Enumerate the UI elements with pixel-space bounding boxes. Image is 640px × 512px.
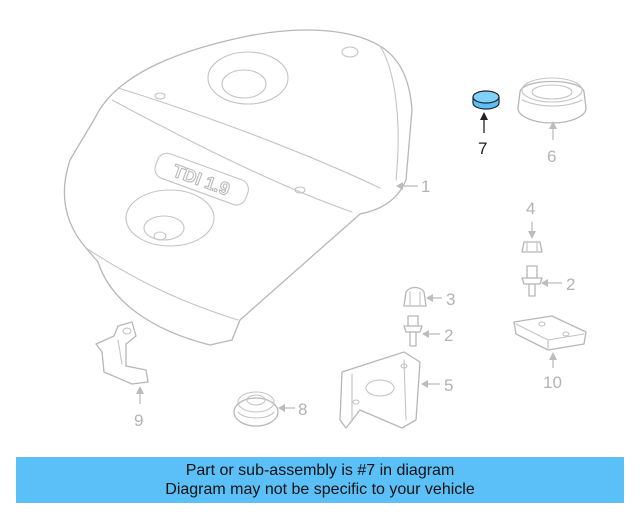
banner-line-2: Diagram may not be specific to your vehi… xyxy=(165,481,475,498)
callout-4: 4 xyxy=(526,199,536,239)
callout-2-right: 2 xyxy=(541,275,575,294)
grommet-part-8[interactable] xyxy=(233,391,279,427)
callout-4-label: 4 xyxy=(526,199,535,218)
callout-6-label: 6 xyxy=(547,147,556,166)
callout-5-label: 5 xyxy=(444,376,453,395)
callout-2-center: 2 xyxy=(422,326,453,345)
stud-part-2-right[interactable] xyxy=(521,265,543,297)
info-banner: Part or sub-assembly is #7 in diagram Di… xyxy=(16,457,624,503)
cap-part-7[interactable] xyxy=(472,90,500,110)
callout-1-label: 1 xyxy=(421,177,430,196)
callout-9: 9 xyxy=(134,386,144,430)
callout-3-label: 3 xyxy=(446,290,455,309)
bracket-part-10[interactable] xyxy=(513,315,587,351)
callout-10: 10 xyxy=(543,352,562,392)
callout-3: 3 xyxy=(426,290,455,309)
engine-cover-part-1[interactable]: TDI 1.9 xyxy=(63,29,413,346)
clip-part-9[interactable] xyxy=(95,321,149,385)
callout-1: 1 xyxy=(396,177,430,196)
bracket-part-5[interactable] xyxy=(339,351,421,429)
callout-7: 7 xyxy=(478,112,488,158)
callout-10-label: 10 xyxy=(543,373,562,392)
callout-9-label: 9 xyxy=(134,411,143,430)
callout-5: 5 xyxy=(421,376,453,395)
rubber-mount-part-3[interactable] xyxy=(403,286,427,307)
callout-6: 6 xyxy=(547,121,557,166)
callout-2-center-label: 2 xyxy=(444,326,453,345)
callout-7-label: 7 xyxy=(478,139,487,158)
stud-part-2-center[interactable] xyxy=(403,315,423,347)
callout-8: 8 xyxy=(278,400,307,419)
callout-2-right-label: 2 xyxy=(566,275,575,294)
callout-8-label: 8 xyxy=(298,400,307,419)
grommet-part-6[interactable] xyxy=(517,77,587,124)
banner-line-1: Part or sub-assembly is #7 in diagram xyxy=(185,462,455,479)
rubber-mount-part-4[interactable] xyxy=(521,241,543,253)
